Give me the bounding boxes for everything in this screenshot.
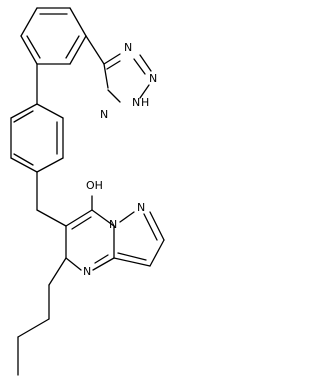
bond (20, 7, 38, 37)
bridgehead-n: N (109, 218, 117, 231)
bond (133, 58, 146, 75)
bond (20, 35, 38, 65)
bond (85, 35, 105, 65)
double-bond-inner (13, 110, 34, 123)
double-bond-inner (71, 216, 92, 230)
bond (36, 209, 67, 227)
benzene-ring-middle (10, 103, 64, 173)
pyrimidine-ring (65, 209, 115, 271)
double-bond-inner (94, 254, 109, 264)
pyrimidine-n: N (83, 265, 91, 278)
bond (149, 239, 165, 267)
benzene-ring-top (20, 7, 87, 65)
bond (106, 60, 121, 70)
bond (92, 257, 115, 271)
bond (107, 89, 121, 103)
bond (65, 209, 93, 227)
structure-canvas: N N N H N (10, 7, 165, 376)
bond (103, 53, 121, 65)
bond (48, 257, 67, 286)
double-bond-inner (13, 153, 34, 166)
bond (117, 252, 147, 261)
bond (91, 209, 115, 227)
tetrazole-ring (103, 53, 152, 103)
hydroxyl-label: OH (86, 179, 103, 192)
propyl-chain (17, 257, 67, 376)
bond (143, 213, 158, 241)
bond (119, 211, 135, 223)
bond (10, 157, 38, 173)
tetrazole-nh-n: N (132, 96, 140, 109)
tetrazole-n-top: N (124, 41, 132, 54)
pyrazole-n: N (137, 201, 145, 214)
molecule-structure: N N N H N (10, 7, 165, 376)
bond (69, 7, 87, 37)
tetrazole-n-left: N (100, 108, 108, 121)
bond (17, 318, 50, 338)
bond (69, 35, 87, 65)
bond (65, 257, 82, 271)
bond (149, 211, 165, 241)
bond (113, 257, 151, 267)
bond (10, 103, 38, 119)
bond (103, 63, 109, 89)
bond (36, 103, 64, 119)
pyrazole-ring (113, 211, 165, 267)
tetrazole-n-right: N (149, 72, 157, 85)
bond (36, 157, 64, 173)
bond (139, 84, 150, 99)
double-bond-inner (65, 35, 80, 59)
bond (139, 54, 152, 72)
double-bond-inner (26, 35, 41, 59)
tetrazole-nh-h: H (141, 96, 149, 109)
